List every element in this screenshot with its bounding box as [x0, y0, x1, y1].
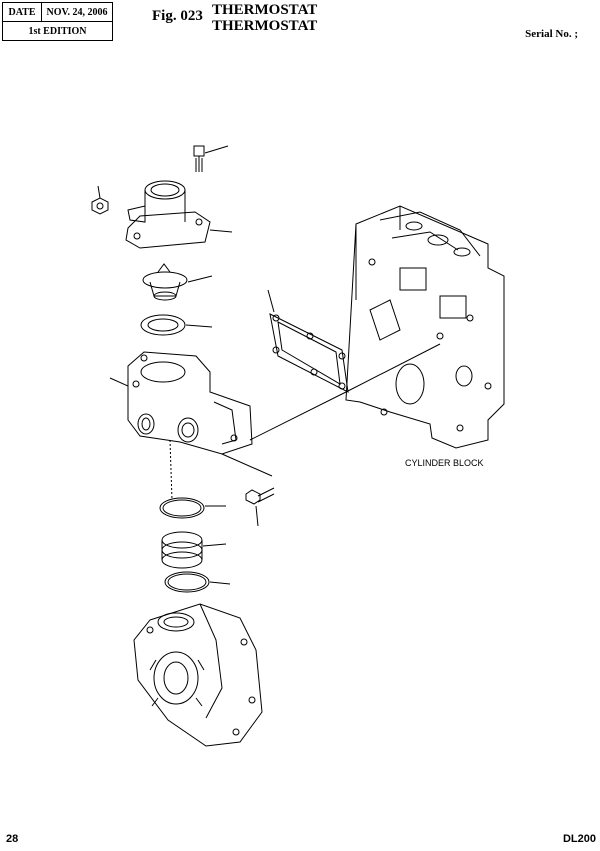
- figure-title-primary: THERMOSTAT: [212, 2, 318, 18]
- figure-number: Fig. 023: [152, 8, 203, 24]
- thermostat-housing: [109, 351, 347, 477]
- water-pump-housing: [133, 603, 263, 747]
- bolt-top: [193, 145, 229, 172]
- serial-number-label: Serial No. ;: [525, 28, 578, 40]
- cylinder-block-label: CYLINDER BLOCK: [405, 458, 484, 468]
- page-number: 28: [6, 833, 19, 845]
- cylinder-block: [345, 205, 505, 449]
- header-info-table: DATE NOV. 24, 2006 1st EDITION: [2, 2, 113, 41]
- o-ring-upper: [159, 497, 226, 519]
- figure-title-secondary: THERMOSTAT: [212, 18, 318, 34]
- thermostat-cover: [125, 180, 233, 249]
- center-axis-line: [169, 439, 173, 501]
- thermostat: [142, 263, 213, 301]
- edition-label: 1st EDITION: [2, 21, 113, 41]
- nut-left: [91, 185, 109, 215]
- o-ring-lower: [164, 571, 231, 593]
- sleeve: [161, 531, 227, 569]
- gasket-ring: [140, 314, 213, 336]
- model-code: DL200: [562, 833, 596, 845]
- flat-gasket: [267, 289, 349, 393]
- bolt-lower: [245, 487, 275, 527]
